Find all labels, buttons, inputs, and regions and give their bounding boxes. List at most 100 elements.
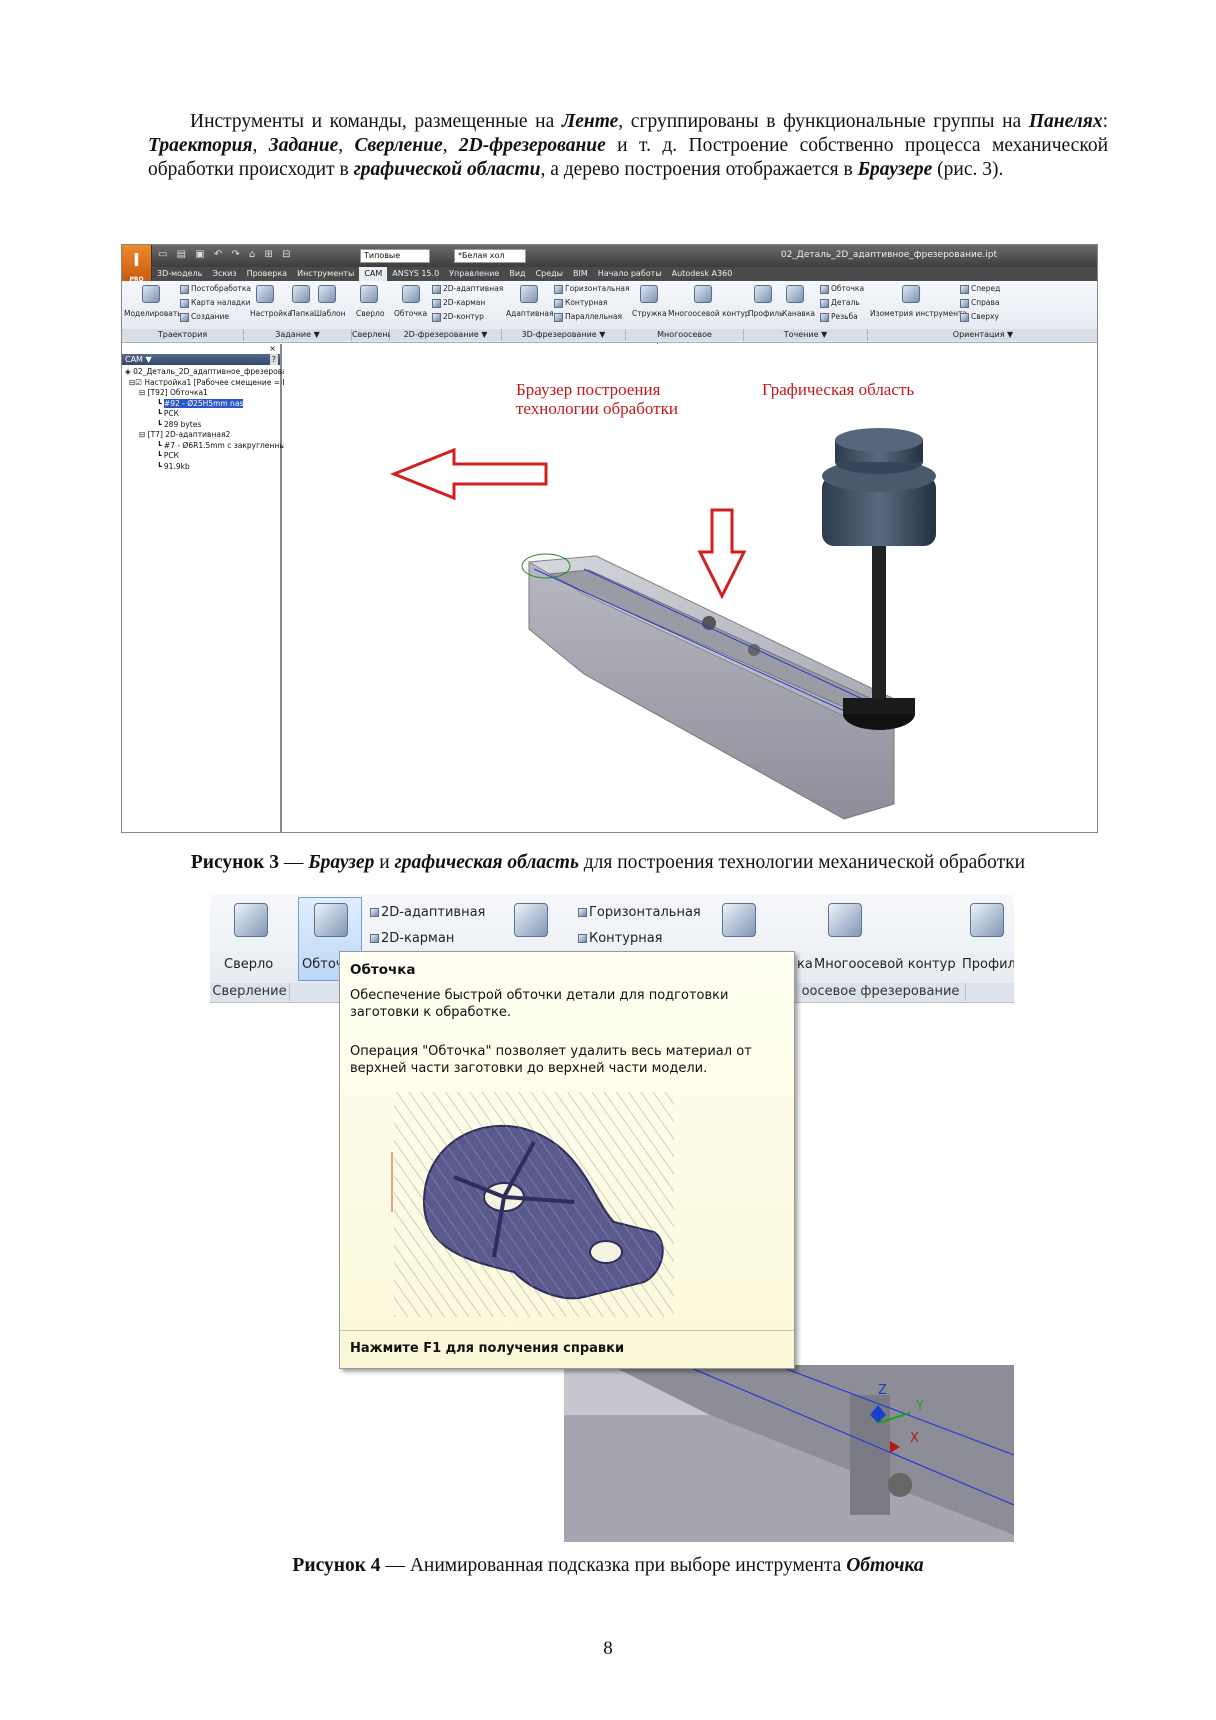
adaptive-button[interactable]	[520, 285, 538, 305]
close-icon[interactable]: ×	[269, 344, 276, 353]
tree-item-tool-selected[interactable]: ┗ #92 - Ø25H5mm nas	[157, 398, 244, 408]
contour-icon	[554, 298, 563, 308]
adaptive2d-button[interactable]: 2D-адаптивная	[432, 284, 503, 294]
tab-1[interactable]: Эскиз	[212, 269, 237, 278]
create-button[interactable]: Создание	[180, 312, 229, 322]
profile-icon[interactable]	[970, 903, 1004, 937]
quick-access-toolbar[interactable]: ▭ ▤ ▣ ↶ ↷ ⌂ ⊞ ⊟	[158, 249, 294, 260]
pocket2d-button[interactable]: 2D-карман	[432, 298, 485, 308]
folder-button[interactable]	[292, 285, 310, 305]
drill-button[interactable]	[360, 285, 378, 305]
front-view-button[interactable]: Сперед	[960, 284, 1000, 294]
iso-tool-button[interactable]	[902, 285, 920, 305]
top-view-button[interactable]: Сверху	[960, 312, 999, 322]
tree-item-size[interactable]: ┗ 91.9kb	[157, 461, 190, 471]
iso-tool-icon	[902, 285, 920, 303]
caption-number: Рисунок 4	[292, 1555, 381, 1576]
horizontal-button[interactable]: Горизонтальная	[578, 905, 701, 920]
panel-3d-milling[interactable]: 3D-фрезерование ▼	[502, 329, 626, 341]
panel-turning[interactable]: Точение ▼	[744, 329, 868, 341]
tab-0[interactable]: 3D-модель	[157, 269, 203, 278]
panel-orientation[interactable]: Ориентация ▼	[868, 329, 1097, 341]
tab-6[interactable]: Управление	[449, 269, 500, 278]
facing-button[interactable]: Обточка	[820, 284, 864, 294]
text-run: Инструменты и команды, размещенные на	[190, 111, 562, 132]
drill-icon[interactable]	[234, 903, 268, 937]
tab-2[interactable]: Проверка	[246, 269, 288, 278]
figure-3-caption: Рисунок 3 — Браузер и графическая област…	[0, 852, 1216, 874]
tab-10[interactable]: Начало работы	[597, 269, 662, 278]
help-icon[interactable]: ?	[269, 354, 278, 365]
multiaxis-button[interactable]	[694, 285, 712, 305]
contour2d-button[interactable]: 2D-контур	[432, 312, 484, 322]
horizontal-label: Горизонтальная	[589, 905, 701, 920]
post-button[interactable]: Постобработка	[180, 284, 251, 294]
tab-9[interactable]: BIM	[573, 269, 588, 278]
panel-turning[interactable]	[966, 983, 1014, 1001]
tab-3[interactable]: Инструменты	[297, 269, 355, 278]
pocket2d-button[interactable]: 2D-карман	[370, 931, 454, 946]
groove-label: Канавка	[782, 309, 815, 318]
panel-trajectory[interactable]: Траектория	[122, 329, 244, 341]
face-button[interactable]	[402, 285, 420, 305]
setup-card-button[interactable]: Карта наладки	[180, 298, 251, 308]
tooltip-face: Обточка Обеспечение быстрой обточки дета…	[339, 951, 795, 1369]
tree-item-size[interactable]: ┗ 289 bytes	[157, 419, 202, 429]
tab-4[interactable]: CAM	[359, 267, 388, 281]
pocket2d-label: 2D-карман	[443, 298, 486, 307]
tool-cutter-side	[843, 698, 915, 714]
tree-item-adaptive[interactable]: ⊟ [Т7] 2D-адаптивная2	[139, 430, 231, 439]
swarf-button[interactable]	[640, 285, 658, 305]
page-number: 8	[603, 1638, 613, 1659]
create-icon	[180, 312, 189, 322]
tree-item-document[interactable]: ◈ 02_Деталь_2D_адаптивное_фрезерован	[125, 367, 292, 376]
tab-5[interactable]: ANSYS 15.0	[392, 269, 440, 278]
part-button[interactable]: Деталь	[820, 298, 860, 308]
swarf-icon[interactable]	[722, 903, 756, 937]
annotation-browser-line2: технологии обработки	[516, 399, 678, 418]
thread-button[interactable]: Резьба	[820, 312, 858, 322]
tab-11[interactable]: Autodesk A360	[671, 269, 733, 278]
term-graphic-area: графической области	[353, 159, 541, 180]
face-icon	[314, 903, 348, 937]
graphics-area[interactable]: Браузер построения технологии обработки …	[284, 344, 1097, 832]
material-combo[interactable]: *Белая хол	[454, 249, 526, 263]
horizontal-button[interactable]: Горизонтальная	[554, 284, 629, 294]
profile-button[interactable]	[754, 285, 772, 305]
adaptive2d-button[interactable]: 2D-адаптивная	[370, 905, 485, 920]
tree-item-wcs[interactable]: ┗ РСК	[157, 409, 179, 418]
text-run: ,	[252, 135, 269, 156]
contour-button[interactable]: Контурная	[554, 298, 607, 308]
tab-8[interactable]: Среды	[535, 269, 563, 278]
tab-7[interactable]: Вид	[509, 269, 526, 278]
panel-multiaxis[interactable]: Многоосевое фрезерование	[626, 329, 744, 351]
panel-multiaxis[interactable]: оосевое фрезерование	[796, 983, 966, 1001]
front-view-icon	[960, 284, 969, 294]
panel-drilling[interactable]: Сверление	[352, 329, 398, 341]
drill-label: Сверло	[224, 957, 274, 972]
appearance-combo[interactable]: Типовые	[360, 249, 430, 263]
template-button[interactable]	[318, 285, 336, 305]
tree-item-tool[interactable]: ┗ #7 - Ø6R1.5mm с закругленны	[157, 440, 286, 450]
tree-item-facing[interactable]: ⊟ [Т92] Обточка1	[139, 388, 208, 397]
tree-item-setup[interactable]: ⊟☑ Настройка1 [Рабочее смещение = Г	[129, 377, 288, 387]
panel-drilling[interactable]: Сверление	[210, 983, 290, 1001]
create-label: Создание	[191, 312, 229, 321]
tree-item-wcs[interactable]: ┗ РСК	[157, 451, 179, 460]
multiaxis-icon[interactable]	[828, 903, 862, 937]
axis-z-label: Z	[878, 1383, 887, 1398]
annotation-browser-line1: Браузер построения	[516, 380, 661, 399]
setup-button[interactable]	[256, 285, 274, 305]
right-view-button[interactable]: Справа	[960, 298, 1000, 308]
model-button[interactable]	[142, 285, 160, 305]
contour-button[interactable]: Контурная	[578, 931, 663, 946]
parallel-button[interactable]: Параллельная	[554, 312, 622, 322]
intro-paragraph: Инструменты и команды, размещенные на Ле…	[148, 110, 1108, 182]
part-rib	[492, 1196, 506, 1258]
browser-header[interactable]: CAM ▼?	[122, 354, 280, 365]
groove-button[interactable]	[786, 285, 804, 305]
panel-2d-milling[interactable]: 2D-фрезерование ▼	[390, 329, 502, 341]
panel-job[interactable]: Задание ▼	[244, 329, 352, 341]
adaptive-icon[interactable]	[514, 903, 548, 937]
